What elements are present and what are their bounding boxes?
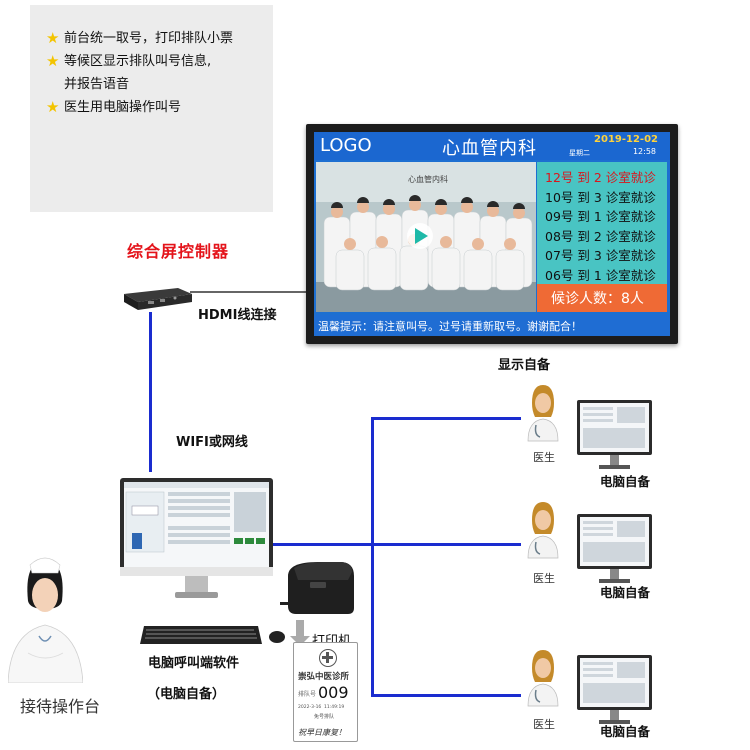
queue-row: 10号 到 3 诊室就诊: [545, 189, 656, 205]
controller-title: 综合屏控制器: [127, 242, 230, 261]
doctor-icon: [527, 385, 559, 442]
star-icon: ★: [46, 29, 60, 47]
network-line: [371, 543, 521, 546]
tv-logo: LOGO: [320, 135, 372, 156]
network-line: [273, 543, 373, 546]
queue-row: 07号 到 3 诊室就诊: [545, 248, 656, 263]
note-item: 并报告语音: [46, 73, 273, 96]
doctor-icon: [527, 650, 559, 707]
doctor-label: 医生: [533, 718, 555, 731]
reception-label: 接待操作台: [20, 697, 101, 716]
ticket-date: 2022-3-16: [298, 705, 322, 710]
tv-header: LOGO 心血管内科 2019-12-02 星期二 12:58: [314, 132, 670, 160]
nurse-icon: [8, 557, 83, 683]
doctor-label: 医生: [533, 572, 555, 585]
queue-row: 06号 到 1 诊室就诊: [545, 267, 656, 283]
tv-department: 心血管内科: [442, 138, 537, 159]
hdmi-label: HDMI线连接: [198, 308, 277, 323]
caller-self-label: （电脑自备）: [147, 687, 226, 702]
pc-self-label: 电脑自备: [600, 474, 651, 489]
staff-group-photo-icon: [316, 162, 536, 312]
arrow-down-icon: [296, 620, 304, 638]
ticket-time: 11:49:19: [324, 705, 345, 710]
note-text: 并报告语音: [64, 77, 130, 92]
doctor-pc-icon: [577, 514, 652, 583]
network-line: [371, 417, 374, 697]
video-caption: 心血管内科: [408, 175, 448, 184]
queue-display-screen: LOGO 心血管内科 2019-12-02 星期二 12:58: [306, 124, 678, 344]
queue-row: 12号 到 2 诊室就诊: [545, 170, 656, 185]
doctor-label: 医生: [533, 451, 555, 464]
note-text: 前台统一取号，打印排队小票: [64, 31, 234, 46]
hdmi-cable-line: [190, 291, 310, 293]
note-item: ★ 等候区显示排队叫号信息,: [46, 50, 273, 73]
notes-box: ★ 前台统一取号，打印排队小票 ★ 等候区显示排队叫号信息, 并报告语音 ★ 医…: [30, 5, 273, 212]
ticket-number-label: 排队号: [298, 691, 317, 698]
tv-date: 2019-12-02: [594, 134, 658, 145]
doctor-icon: [527, 502, 559, 559]
note-item: ★ 前台统一取号，打印排队小票: [46, 27, 273, 50]
queue-row: 09号 到 1 诊室就诊: [545, 209, 656, 224]
pc-self-label: 电脑自备: [600, 724, 651, 739]
network-line: [371, 694, 521, 697]
ticket-type: 免号排队: [314, 714, 335, 720]
wifi-label: WIFI或网线: [176, 435, 248, 450]
caller-monitor-icon: [120, 478, 273, 598]
controller-device-icon: [124, 288, 192, 310]
ticket-slogan: 祝早日康复！: [298, 728, 346, 737]
display-self-label: 显示自备: [498, 358, 551, 373]
ticket-number: 009: [318, 683, 349, 702]
tv-video-area: 心血管内科: [316, 162, 536, 312]
doctor-pc-icon: [577, 655, 652, 724]
doctor-pc-icon: [577, 400, 652, 469]
queue-row: 08号 到 2 诊室就诊: [545, 228, 656, 244]
caller-software-label: 电脑呼叫端软件: [148, 656, 240, 671]
tv-queue-list: 12号 到 2 诊室就诊 10号 到 3 诊室就诊 09号 到 1 诊室就诊 0…: [537, 162, 667, 284]
cross-icon: [319, 649, 337, 667]
ticket-clinic: 崇弘中医诊所: [298, 672, 350, 682]
star-icon: ★: [46, 98, 60, 116]
network-line: [149, 312, 152, 472]
tv-time: 12:58: [632, 147, 656, 156]
queue-ticket: 崇弘中医诊所 排队号 009 2022-3-16 11:49:19 免号排队 祝…: [293, 642, 358, 742]
pc-self-label: 电脑自备: [600, 585, 651, 600]
note-item: ★ 医生用电脑操作叫号: [46, 96, 273, 119]
network-line: [371, 417, 521, 420]
keyboard-icon: [140, 626, 285, 644]
tv-ticker: 温馨提示：请注意叫号。过号请重新取号。谢谢配合！: [314, 315, 670, 336]
note-text: 等候区显示排队叫号信息,: [64, 54, 212, 69]
star-icon: ★: [46, 52, 60, 70]
tv-waiting-count: 候诊人数：8人: [537, 284, 667, 312]
note-text: 医生用电脑操作叫号: [64, 100, 182, 115]
arrow-head-icon: [290, 636, 310, 646]
printer-icon: [280, 562, 354, 614]
tv-weekday: 星期二: [569, 149, 590, 157]
